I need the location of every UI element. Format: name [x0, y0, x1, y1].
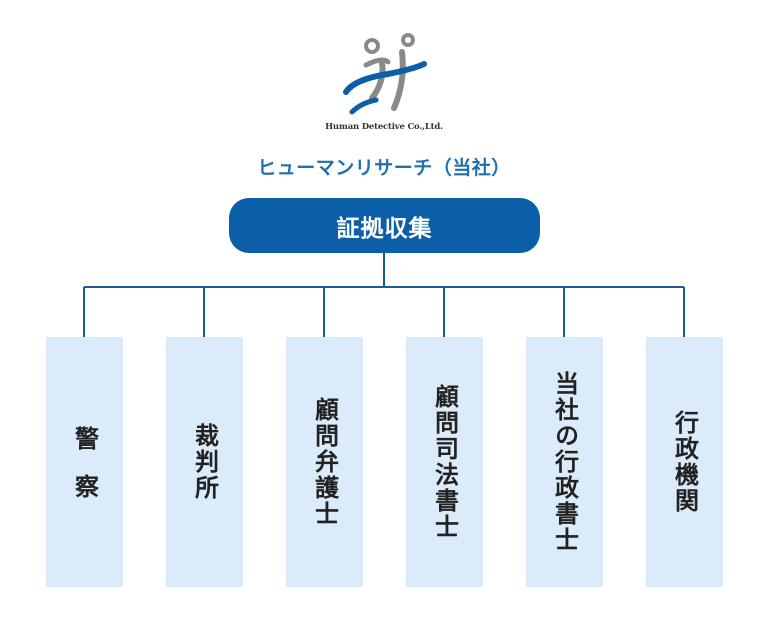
branch-label: 当社の行政書士 [550, 371, 579, 553]
logo-mark-icon [343, 33, 427, 115]
branch-node-police: 警察 [46, 337, 123, 587]
logo-company-name: Human Detective Co.,Ltd. [325, 122, 443, 132]
root-node-label: 証拠収集 [336, 215, 433, 242]
branch-node-government: 行政機関 [646, 337, 723, 587]
company-name: ヒューマンリサーチ（当社） [257, 157, 511, 179]
branch-node-judicial-scrivener: 顧問司法書士 [406, 337, 483, 587]
branch-node-administrative-scrivener: 当社の行政書士 [526, 337, 603, 587]
branch-label: 裁判所 [190, 423, 219, 501]
branch-label: 顧問司法書士 [430, 384, 459, 540]
branch-label: 行政機関 [670, 410, 699, 514]
branch-label: 警察 [70, 426, 99, 522]
branch-label: 顧問弁護士 [310, 397, 339, 527]
branch-node-lawyer: 顧問弁護士 [286, 337, 363, 587]
root-node: 証拠収集 [229, 198, 540, 253]
company-logo: Human Detective Co.,Ltd. [324, 30, 444, 140]
branch-node-court: 裁判所 [166, 337, 243, 587]
